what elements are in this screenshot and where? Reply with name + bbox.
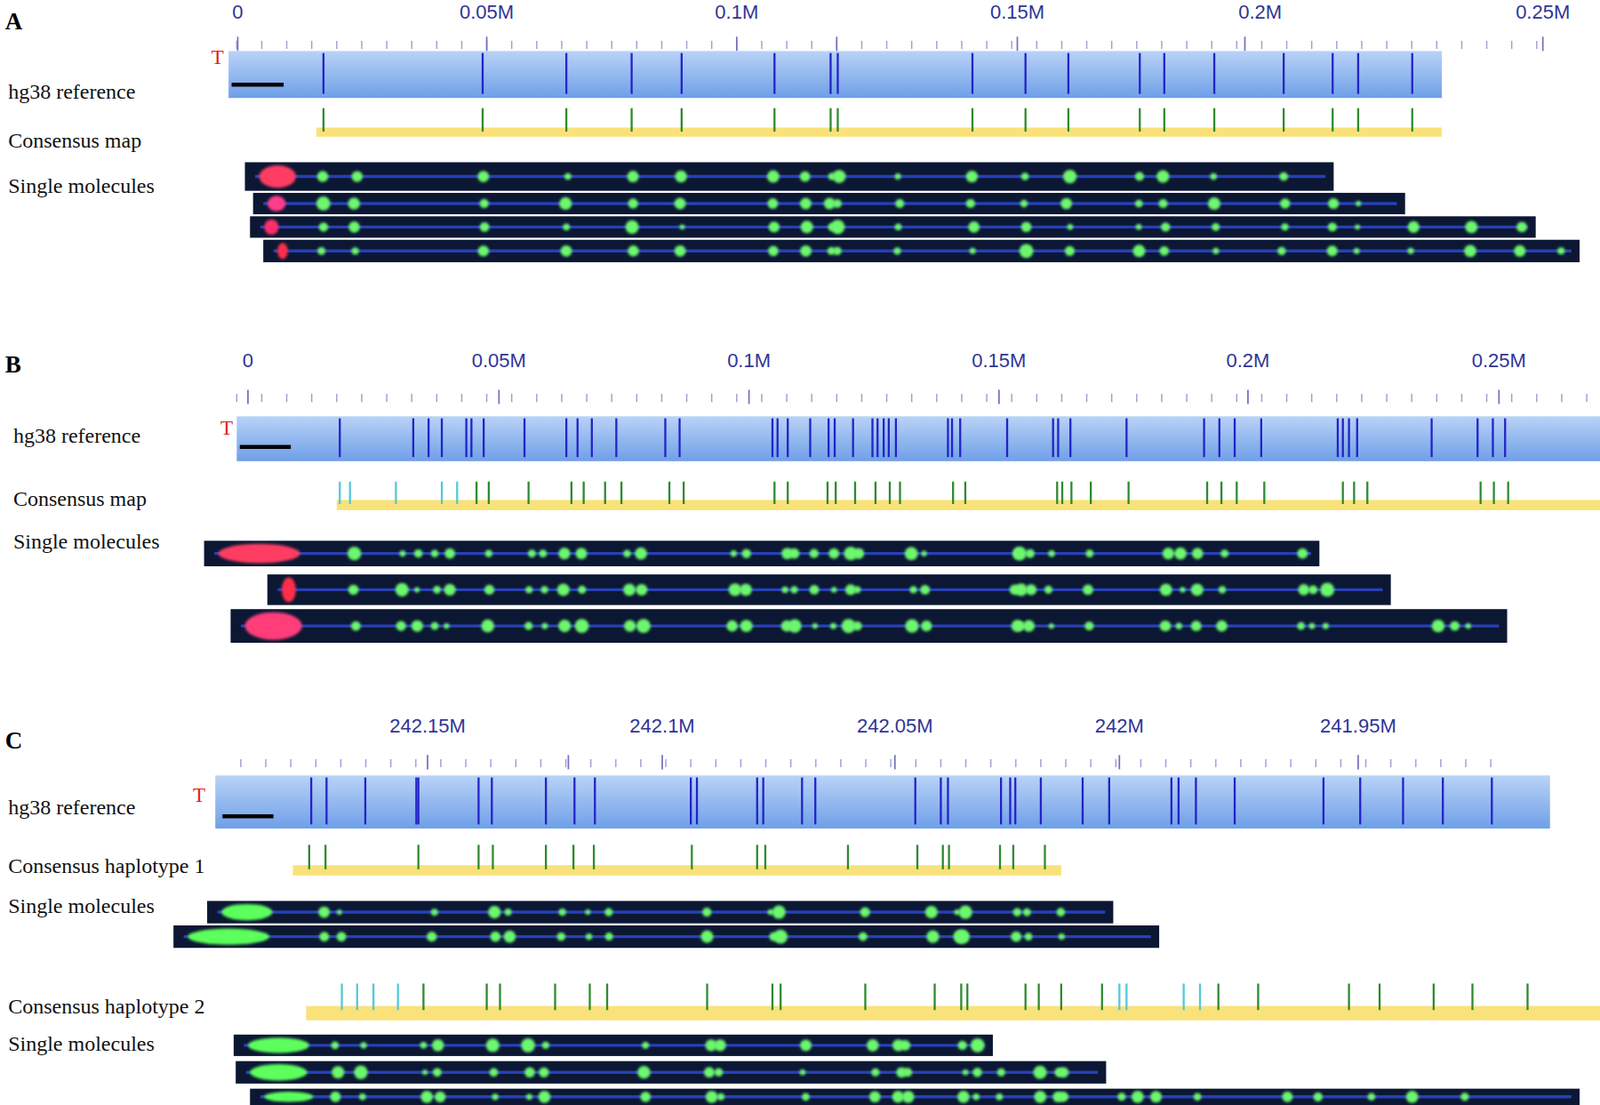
ruler: [236, 36, 1543, 51]
single-molecule: [253, 192, 1406, 215]
axis-label: 0.25M: [1515, 1, 1570, 24]
consensus-track: [305, 983, 1600, 1020]
track-label: hg38 reference: [8, 80, 136, 104]
single-molecule: [245, 161, 1335, 191]
axis-label: 242.05M: [856, 715, 934, 737]
single-molecule: [204, 540, 1320, 567]
single-molecule: [249, 1088, 1580, 1105]
single-molecule: [230, 608, 1507, 643]
track-label: hg38 reference: [8, 795, 136, 819]
track-label: Single molecules: [13, 529, 160, 553]
track-label: Single molecules: [8, 894, 155, 918]
reference-track: [228, 50, 1442, 98]
panel-letter: C: [5, 728, 24, 756]
single-molecule: [267, 574, 1392, 605]
ruler: [236, 389, 1587, 404]
single-molecule: [249, 216, 1536, 238]
track-label: Consensus haplotype 1: [8, 854, 205, 878]
track-label: Single molecules: [8, 1032, 155, 1056]
telomere-mark: T: [220, 416, 233, 440]
axis-label: 0.1M: [727, 350, 771, 372]
single-molecule: [233, 1034, 993, 1056]
ruler: [240, 754, 1491, 769]
reference-track: [236, 416, 1600, 462]
axis-label: 242.15M: [389, 715, 466, 737]
track-label: Consensus map: [8, 128, 142, 152]
axis-label: 0.05M: [459, 1, 514, 24]
telomere-mark: T: [211, 47, 224, 70]
single-molecule: [263, 240, 1580, 263]
consensus-track: [316, 108, 1442, 137]
axis-label: 0.15M: [971, 350, 1026, 372]
track-label: Consensus haplotype 2: [8, 993, 205, 1017]
single-molecule: [173, 925, 1160, 948]
telomere-mark: T: [192, 784, 206, 808]
axis-label: 242M: [1095, 715, 1144, 737]
track-label: hg38 reference: [13, 424, 141, 448]
single-molecule: [207, 900, 1113, 923]
axis-label: 0.25M: [1472, 350, 1527, 372]
consensus-track: [336, 481, 1600, 511]
axis-label: 0.2M: [1238, 1, 1282, 24]
axis-label: 0: [232, 1, 243, 24]
axis-label: 0.1M: [714, 1, 759, 24]
axis-label: 241.95M: [1320, 715, 1397, 737]
panel-letter: A: [5, 8, 24, 36]
reference-track: [215, 775, 1551, 829]
consensus-track: [292, 844, 1061, 875]
axis-label: 0: [242, 350, 254, 372]
panel-letter: B: [5, 352, 22, 379]
axis-label: 0.2M: [1225, 350, 1270, 372]
track-label: Consensus map: [13, 487, 147, 511]
single-molecule: [235, 1061, 1106, 1084]
track-label: Single molecules: [8, 174, 155, 198]
axis-label: 242.1M: [629, 715, 695, 737]
axis-label: 0.05M: [472, 350, 527, 372]
axis-label: 0.15M: [990, 1, 1045, 24]
